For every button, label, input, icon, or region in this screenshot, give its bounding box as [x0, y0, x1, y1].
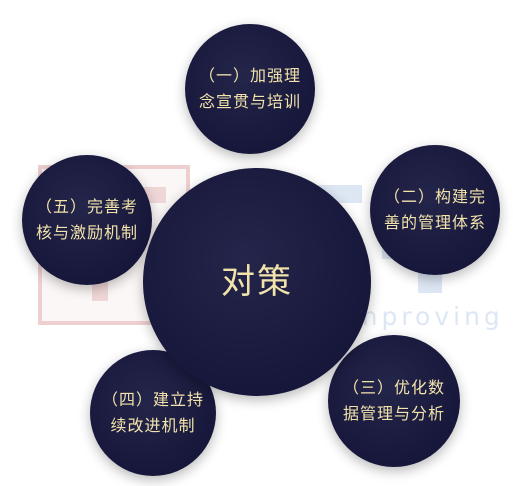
node-3-line-2: 据管理与分析 [342, 404, 445, 423]
node-2-label: （二）构建完 善的管理体系 [384, 184, 486, 236]
node-4-line-2: 续改进机制 [110, 416, 196, 435]
node-1-line-1: （一）加强理 [198, 66, 301, 85]
node-4-label: （四）建立持 续改进机制 [102, 387, 204, 439]
node-5-line-1: （五）完善考 [35, 197, 138, 216]
node-3-line-1: （三）优化数 [342, 378, 445, 397]
node-2-line-2: 善的管理体系 [383, 213, 486, 232]
node-3: （三）优化数 据管理与分析 [328, 335, 460, 467]
center-node: 对策 [143, 168, 371, 396]
node-5: （五）完善考 核与激励机制 [22, 155, 152, 285]
node-1-line-2: 念宣贯与培训 [198, 92, 301, 111]
node-3-label: （三）优化数 据管理与分析 [343, 375, 445, 427]
node-1-label: （一）加强理 念宣贯与培训 [199, 63, 301, 115]
node-2-line-1: （二）构建完 [383, 187, 486, 206]
node-4-line-1: （四）建立持 [101, 390, 204, 409]
center-label: 对策 [221, 262, 293, 302]
node-1: （一）加强理 念宣贯与培训 [185, 24, 315, 154]
node-5-label: （五）完善考 核与激励机制 [36, 194, 138, 246]
node-5-line-2: 核与激励机制 [35, 223, 138, 242]
node-2: （二）构建完 善的管理体系 [370, 145, 500, 275]
